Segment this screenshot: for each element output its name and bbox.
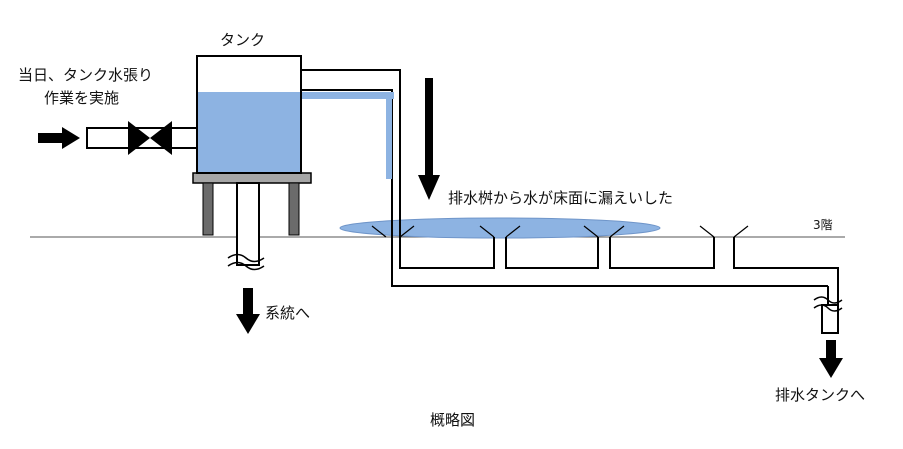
drain-downpipe (821, 304, 839, 334)
tank-outlet-pipe (236, 182, 260, 266)
to-drain-tank-label: 排水タンクへ (775, 386, 865, 404)
tank-label: タンク (220, 31, 265, 49)
leak-note: 排水桝から水が床面に漏えいした (448, 189, 673, 207)
pipe-break-right (813, 296, 843, 312)
tank-water (198, 92, 300, 172)
overflow-water-drop (386, 99, 392, 179)
drain-traps (371, 225, 749, 238)
system-arrow-icon (236, 288, 260, 334)
overflow-pipe-outer (301, 69, 495, 269)
drain-tank-arrow-icon (819, 340, 843, 378)
inlet-arrow-icon (38, 127, 80, 149)
tank-leg-right (288, 182, 300, 236)
filling-note-line2: 作業を実施 (44, 89, 119, 107)
valve-icon (128, 121, 172, 155)
overflow-pipe-inner (301, 89, 828, 287)
tank-leg-left (202, 182, 214, 236)
pipe-break-left (227, 253, 265, 271)
filling-note-line1: 当日、タンク水張り (18, 66, 153, 84)
floor-level-label: 3階 (813, 217, 833, 232)
overflow-water (302, 92, 394, 99)
to-system-label: 系統へ (265, 304, 310, 322)
water-puddle (339, 217, 661, 239)
diagram-caption: 概略図 (430, 411, 475, 429)
drain-segment-4 (733, 237, 839, 305)
overflow-down-arrow-icon (418, 78, 440, 200)
drain-segment-2 (505, 237, 599, 269)
drain-segment-3 (609, 237, 715, 269)
tank-support-plate (192, 172, 312, 184)
